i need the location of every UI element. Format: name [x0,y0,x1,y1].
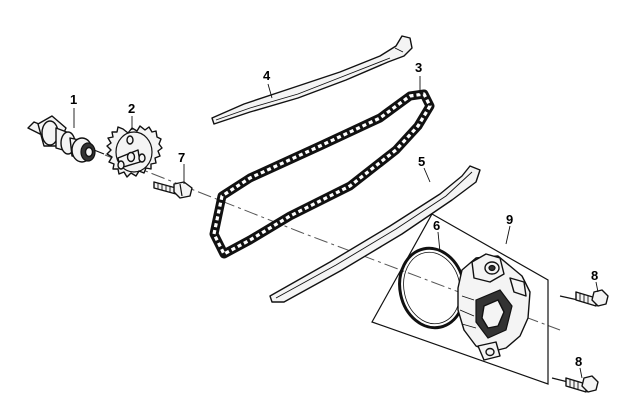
callout-9: 9 [506,212,513,227]
callout-8-bottom: 8 [575,354,582,369]
callout-6: 6 [433,218,440,233]
tensioner-assembly-outline [371,213,549,385]
chain-guide-upper [211,35,413,125]
timing-chain [209,89,435,259]
tensioner-assembly [457,253,531,361]
tensioner-bolt-bottom [551,375,599,393]
cam-sprocket [106,125,163,178]
callout-8-top: 8 [591,268,598,283]
sprocket-bolt [153,181,193,199]
camshaft [27,115,105,163]
tensioner-bolt-top [559,289,609,307]
callout-1: 1 [70,92,77,107]
callout-2: 2 [128,101,135,116]
leader-lines [73,76,599,379]
callout-4: 4 [263,68,271,83]
callout-3: 3 [415,60,422,75]
callout-7: 7 [178,150,185,165]
callout-5: 5 [418,154,425,169]
chain-guide-lower [269,165,481,303]
